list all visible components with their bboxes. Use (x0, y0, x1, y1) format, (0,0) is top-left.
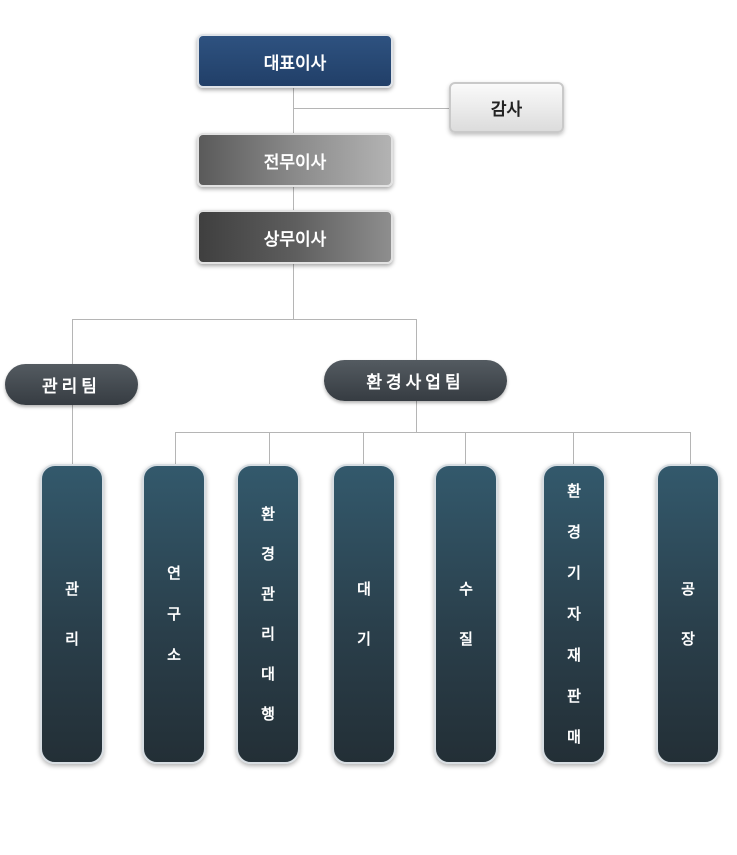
drop-agency (269, 432, 270, 465)
executive-director-box: 전무이사 (197, 133, 393, 187)
unit-water-quality: 수질 (434, 464, 498, 764)
ceo-to-auditor-line (293, 108, 450, 109)
drop-sales (573, 432, 574, 465)
mgmt-team-drop-line (72, 319, 73, 365)
env-business-team-box: 환경사업팀 (324, 360, 507, 401)
unit-env-management-agency-label: 환경관리대행 (261, 505, 275, 723)
management-team-box: 관리팀 (5, 364, 138, 405)
drop-research (175, 432, 176, 465)
ceo-label: 대표이사 (263, 53, 327, 74)
env-team-drop-line (416, 319, 417, 361)
drop-air (363, 432, 364, 465)
unit-research-institute: 연구소 (142, 464, 206, 764)
managing-director-box: 상무이사 (197, 210, 393, 264)
unit-env-equipment-sales-label: 환경기자재판매 (567, 481, 581, 746)
drop-factory (690, 432, 691, 465)
env-business-team-label: 환경사업팀 (366, 373, 465, 393)
unit-env-management-agency: 환경관리대행 (236, 464, 300, 764)
unit-research-institute-label: 연구소 (167, 563, 181, 664)
unit-air-label: 대기 (357, 580, 371, 648)
unit-factory-label: 공장 (681, 580, 695, 648)
env-units-bus-line (175, 432, 691, 433)
drop-water (465, 432, 466, 465)
auditor-label: 감사 (490, 100, 523, 120)
managing-director-label: 상무이사 (263, 229, 327, 250)
unit-air: 대기 (332, 464, 396, 764)
unit-management-label: 관리 (65, 580, 79, 648)
unit-water-quality-label: 수질 (459, 580, 473, 648)
auditor-box: 감사 (449, 82, 564, 133)
unit-factory: 공장 (656, 464, 720, 764)
env-team-to-bus-line (416, 400, 417, 433)
teams-horizontal-line (72, 319, 417, 320)
mgmt-team-to-unit-line (72, 404, 73, 465)
ceo-to-managing-line (293, 88, 294, 320)
executive-director-label: 전무이사 (263, 152, 327, 173)
ceo-box: 대표이사 (197, 34, 393, 88)
unit-env-equipment-sales: 환경기자재판매 (542, 464, 606, 764)
unit-management: 관리 (40, 464, 104, 764)
management-team-label: 관리팀 (42, 377, 101, 397)
